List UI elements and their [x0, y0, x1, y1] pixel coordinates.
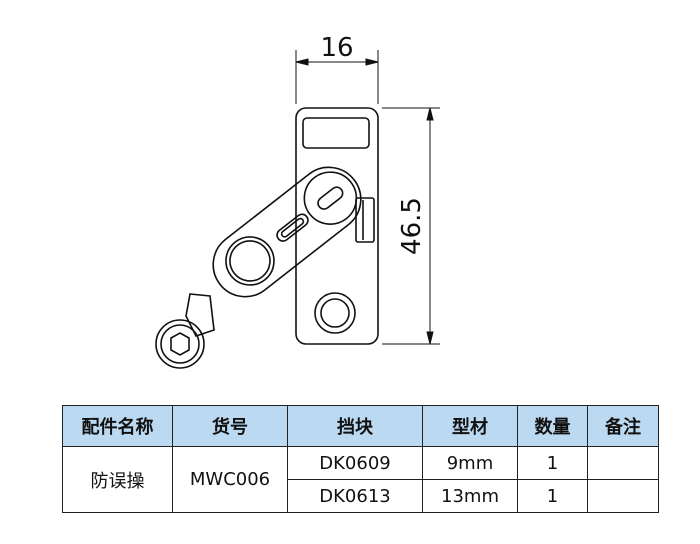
part-name-cell: 防误操 — [62, 446, 173, 513]
note-cell — [587, 479, 659, 513]
header-part-name: 配件名称 — [62, 405, 173, 447]
lever-arm — [212, 166, 362, 298]
technical-drawing: 16 46.5 — [155, 33, 440, 369]
header-item-number: 货号 — [172, 405, 288, 447]
table-row: 防误操 MWC006 DK0609 9mm 1 — [62, 446, 659, 513]
height-dimension — [382, 107, 440, 345]
profile-cell: 13mm — [422, 479, 518, 513]
width-dimension-label: 16 — [320, 33, 353, 63]
table-row: DK0613 13mm 1 — [63, 479, 659, 513]
header-profile: 型材 — [422, 405, 518, 447]
table-header-row: 配件名称 货号 挡块 型材 数量 备注 — [62, 405, 659, 447]
spec-table: 配件名称 货号 挡块 型材 数量 备注 防误操 MWC006 DK0609 9m… — [62, 405, 659, 513]
block-cell: DK0613 — [287, 479, 423, 513]
note-cell — [587, 446, 659, 480]
profile-cell: 9mm — [422, 446, 518, 480]
quantity-cell: 1 — [517, 446, 588, 480]
header-quantity: 数量 — [517, 405, 588, 447]
quantity-cell: 1 — [517, 479, 588, 513]
item-number-cell: MWC006 — [172, 446, 288, 513]
hex-knob — [155, 293, 215, 369]
width-dimension — [295, 50, 379, 104]
header-note: 备注 — [587, 405, 659, 447]
back-plate — [295, 107, 379, 345]
height-dimension-label: 46.5 — [397, 197, 427, 255]
block-cell: DK0609 — [287, 446, 423, 480]
header-block: 挡块 — [287, 405, 423, 447]
